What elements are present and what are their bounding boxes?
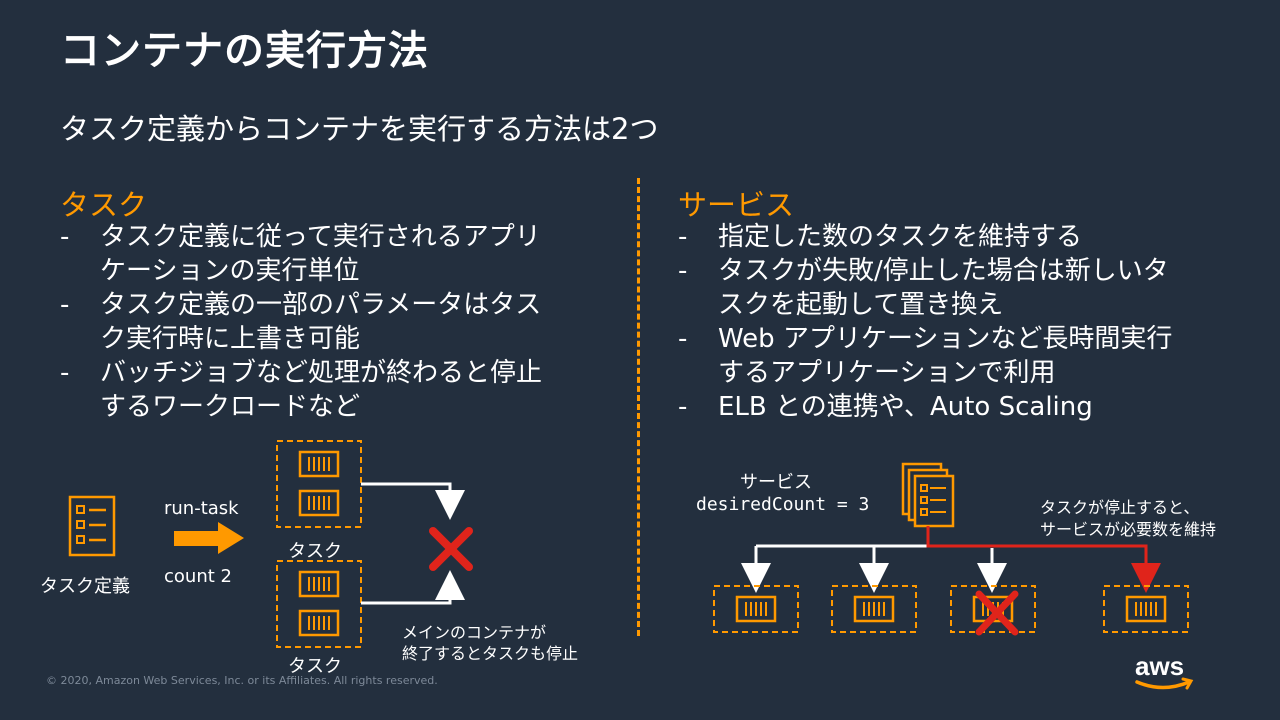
task-bullet-1-line-1: タスク定義に従って実行されるアプリ (100, 222, 541, 252)
column-divider (637, 178, 640, 636)
bullet-dash: - (60, 290, 70, 320)
task-bullet-1-line-2: ケーションの実行単位 (100, 256, 360, 286)
desired-count-label: desiredCount = 3 (696, 494, 870, 515)
stop-x-icon (429, 527, 473, 571)
stopped-x-icon (975, 590, 1019, 636)
service-bullet-list: -指定した数のタスクを維持する -タスクが失敗/停止した場合は新しいタスクを起動… (678, 220, 1238, 424)
aws-logo-text: aws (1135, 651, 1184, 681)
aws-logo: aws (1133, 651, 1199, 699)
task-definition-icon (68, 495, 116, 557)
bullet-dash: - (60, 358, 70, 388)
service-heading: サービス (678, 188, 795, 222)
service-label: サービス (740, 472, 812, 493)
count-label: count 2 (164, 566, 232, 587)
task-bullet-3-line-2: するワークロードなど (100, 392, 361, 422)
task-bullet-list: -タスク定義に従って実行されるアプリケーションの実行単位 -タスク定義の一部のパ… (60, 220, 620, 424)
task-definition-label: タスク定義 (40, 576, 130, 597)
task-box-2 (276, 560, 362, 648)
bullet-dash: - (678, 222, 688, 252)
copyright-text: © 2020, Amazon Web Services, Inc. or its… (46, 674, 438, 687)
service-icon (901, 462, 955, 528)
run-task-label: run-task (164, 498, 239, 519)
service-bullet-2: -タスクが失敗/停止した場合は新しいタスクを起動して置き換え (678, 254, 1238, 322)
run-task-arrow-icon (174, 522, 244, 554)
task-1-stop-arrow (361, 482, 465, 520)
page-subtitle: タスク定義からコンテナを実行する方法は2つ (60, 112, 659, 146)
task-stop-note-line-2: 終了するとタスクも停止 (402, 644, 579, 663)
bullet-dash: - (60, 222, 70, 252)
bullet-dash: - (678, 256, 688, 286)
task-box-1 (276, 440, 362, 528)
service-bullet-3: -Web アプリケーションなど長時間実行するアプリケーションで利用 (678, 322, 1238, 390)
service-task-1 (713, 585, 799, 633)
service-distribution-lines (741, 526, 1007, 593)
task-label-1: タスク (288, 541, 342, 562)
task-bullet-1: -タスク定義に従って実行されるアプリケーションの実行単位 (60, 220, 620, 288)
task-heading: タスク (60, 188, 148, 222)
task-bullet-3-line-1: バッチジョブなど処理が終わると停止 (100, 358, 543, 388)
replacement-arrow (926, 526, 1161, 593)
service-bullet-3-line-2: するアプリケーションで利用 (718, 358, 1056, 388)
bullet-dash: - (678, 324, 688, 354)
service-note-line-1: タスクが停止すると、 (1040, 498, 1200, 517)
task-bullet-2-line-2: ク実行時に上書き可能 (100, 324, 361, 354)
service-task-2 (831, 585, 917, 633)
task-bullet-2-line-1: タスク定義の一部のパラメータはタス (100, 290, 542, 320)
service-task-4-replacement (1103, 585, 1189, 633)
service-task-3-stopped (950, 585, 1036, 636)
page-title: コンテナの実行方法 (60, 28, 429, 74)
task-stop-note-line-1: メインのコンテナが (402, 623, 547, 642)
service-bullet-3-line-1: Web アプリケーションなど長時間実行 (718, 324, 1173, 354)
task-2-stop-arrow (361, 570, 465, 605)
service-bullet-2-line-1: タスクが失敗/停止した場合は新しいタ (718, 256, 1169, 286)
service-bullet-1-line-1: 指定した数のタスクを維持する (718, 222, 1083, 252)
bullet-dash: - (678, 392, 688, 422)
service-note-line-2: サービスが必要数を維持 (1040, 520, 1217, 539)
task-bullet-3: -バッチジョブなど処理が終わると停止するワークロードなど (60, 356, 620, 424)
service-bullet-2-line-2: スクを起動して置き換え (718, 290, 1004, 320)
service-bullet-4: -ELB との連携や、Auto Scaling (678, 390, 1238, 424)
task-bullet-2: -タスク定義の一部のパラメータはタスク実行時に上書き可能 (60, 288, 620, 356)
task-label-2: タスク (288, 656, 342, 677)
service-bullet-4-line-1: ELB との連携や、Auto Scaling (718, 392, 1093, 422)
service-bullet-1: -指定した数のタスクを維持する (678, 220, 1238, 254)
